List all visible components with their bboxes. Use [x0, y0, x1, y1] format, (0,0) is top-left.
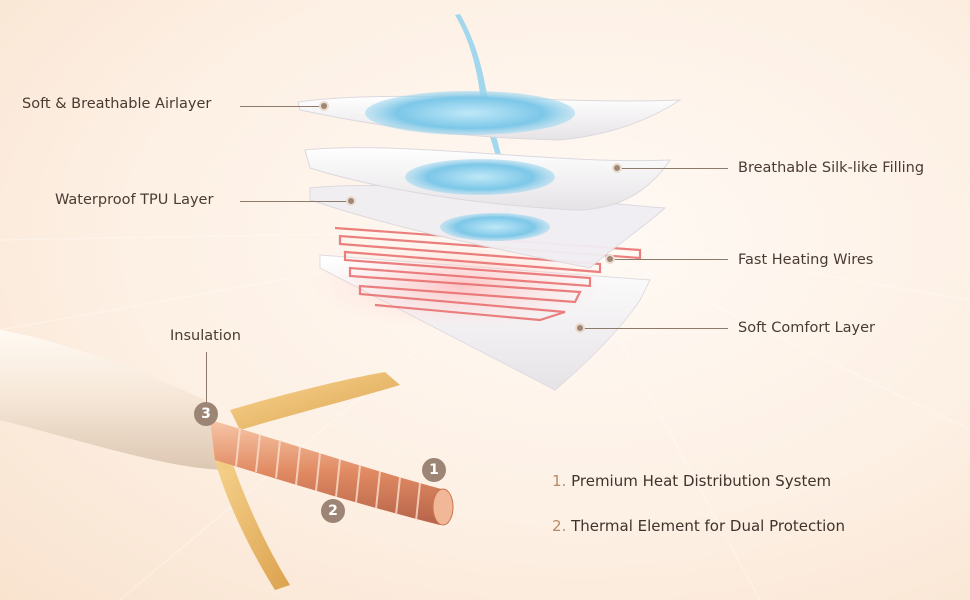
- label-comfort-layer: Soft Comfort Layer: [738, 320, 875, 336]
- water-puddle-2: [405, 159, 555, 195]
- badge-3: 3: [194, 402, 218, 426]
- insulation-strand-top: [230, 372, 400, 430]
- cable-jacket: [0, 330, 230, 470]
- heating-wire-coil: [334, 226, 642, 322]
- label-heating-wires: Fast Heating Wires: [738, 252, 874, 268]
- airlayer-dot: [319, 101, 329, 111]
- coil-end: [432, 488, 454, 526]
- label-tpu-layer: Waterproof TPU Layer: [55, 192, 214, 208]
- badge-2: 2: [321, 499, 345, 523]
- feature-2-text: Thermal Element for Dual Protection: [571, 517, 845, 535]
- feature-2: 2. Thermal Element for Dual Protection: [552, 517, 845, 535]
- label-silk-filling: Breathable Silk-like Filling: [738, 160, 925, 176]
- label-insulation: Insulation: [170, 328, 241, 344]
- water-puddle-1: [365, 91, 575, 135]
- water-puddle-3: [440, 213, 550, 241]
- label-airlayer: Soft & Breathable Airlayer: [22, 96, 212, 112]
- badge-1: 1: [422, 458, 446, 482]
- wires-dot: [605, 254, 615, 264]
- tpu-dot: [346, 196, 356, 206]
- feature-1: 1. Premium Heat Distribution System: [552, 472, 831, 490]
- silk-dot: [612, 163, 622, 173]
- feature-1-number: 1.: [552, 472, 567, 490]
- copper-coil: [210, 420, 445, 525]
- feature-1-text: Premium Heat Distribution System: [571, 472, 832, 490]
- insulation-strand-bottom: [212, 440, 290, 590]
- feature-2-number: 2.: [552, 517, 567, 535]
- comfort-dot: [575, 323, 585, 333]
